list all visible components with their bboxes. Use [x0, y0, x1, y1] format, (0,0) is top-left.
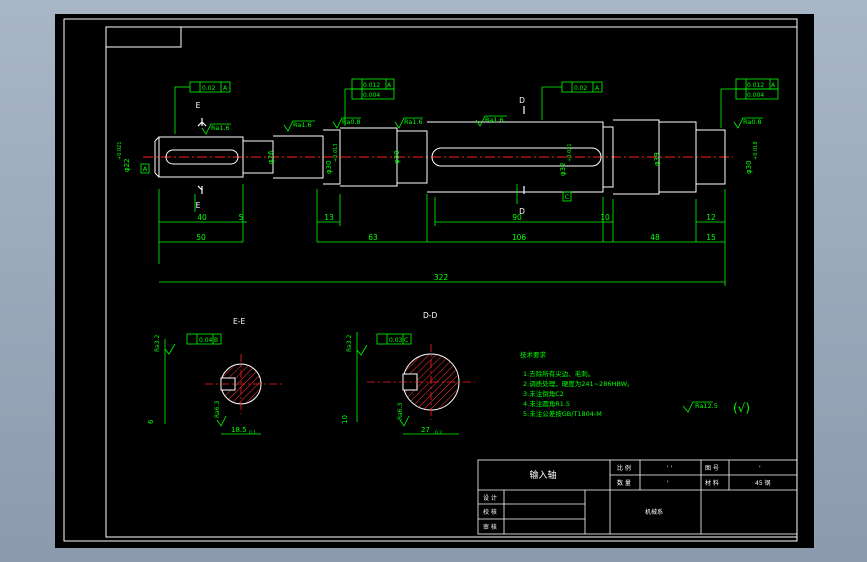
- tol-phi32: +0.021: [567, 143, 573, 162]
- approve-label: 审 核: [483, 523, 497, 531]
- sheet-value: ': [759, 465, 761, 472]
- org-text: 机械系: [645, 508, 663, 516]
- design-label: 设 计: [483, 494, 497, 502]
- section-dd-depth: 27: [421, 426, 430, 434]
- inner-frame: [105, 26, 798, 538]
- dia-phi26: φ26: [267, 150, 275, 164]
- section-mark-e-top: E: [196, 101, 201, 110]
- gdt-7-value: 0.04: [199, 337, 213, 344]
- gdt-4-datum: A: [595, 85, 600, 92]
- dim-106: 106: [512, 233, 527, 242]
- roughness-2: Ra1.6: [293, 121, 312, 129]
- roughness-6: Ra0.8: [743, 118, 762, 126]
- datum-a-box: [140, 163, 150, 174]
- material-value: 45 钢: [755, 479, 771, 487]
- section-ee: E-E 0.04 B Ra3.2 Ra6.3 6 18.5 0.1: [147, 317, 285, 436]
- section-ee-title: E-E: [233, 317, 245, 326]
- scale-value: ' ': [667, 465, 673, 472]
- cad-viewport[interactable]: 40 5 50 13 63 90 10 106 48 12 15 322 φ22…: [55, 14, 814, 548]
- dim-90: 90: [512, 213, 522, 222]
- tech-req-item-1: 1.去除所有尖边、毛刺。: [523, 369, 594, 378]
- section-ee-depth-tol: 0.1: [249, 430, 256, 436]
- dia-phi30b: φ30: [393, 150, 401, 164]
- dia-phi30c: φ30: [745, 160, 753, 174]
- section-mark-d-bottom: D: [519, 207, 525, 216]
- part-name: 输入轴: [529, 469, 556, 481]
- gdt-2-value: 0.012: [363, 82, 380, 89]
- dia-phi39: φ39: [653, 152, 661, 166]
- section-ee-width: 6: [147, 419, 155, 424]
- roughness-4: Ra1.6: [404, 118, 423, 126]
- gdt-1-value: 0.02: [202, 85, 216, 92]
- gdt-8-value: 0.03: [389, 337, 403, 344]
- dia-phi32: φ32: [559, 162, 567, 176]
- outer-border: [63, 18, 798, 542]
- gdt-5-value: 0.012: [747, 82, 764, 89]
- dim-15: 15: [706, 233, 716, 242]
- gdt-1-datum: A: [223, 85, 228, 92]
- gdt-3-value: 0.004: [363, 92, 380, 99]
- tech-req-item-2: 2.调质处理，硬度为241~286HBW。: [523, 379, 634, 388]
- check-label: 校 核: [483, 508, 497, 516]
- shaft-outline: [154, 119, 726, 195]
- material-label: 材 料: [705, 479, 719, 487]
- dim-5: 5: [239, 213, 244, 222]
- gdt-5-datum: A: [771, 82, 776, 89]
- corner-tag-box: [105, 26, 182, 48]
- qty-label: 数 量: [617, 479, 631, 487]
- gdt-2-datum: A: [387, 82, 392, 89]
- dim-13: 13: [324, 213, 334, 222]
- gdt-8-datum: C: [404, 337, 408, 344]
- tech-req-item-3: 3.未注倒角C2: [523, 389, 564, 398]
- dim-50: 50: [196, 233, 206, 242]
- shaft-drawing: 40 5 50 13 63 90 10 106 48 12 15 322 φ22…: [63, 18, 798, 542]
- tech-requirements: 技术要求 1.去除所有尖边、毛刺。 2.调质处理，硬度为241~286HBW。 …: [520, 350, 634, 418]
- roughness-1: Ra1.6: [211, 124, 230, 132]
- dim-322: 322: [434, 273, 449, 282]
- other-roughness: Ra12.5: [695, 402, 718, 410]
- tol-phi22: +0.021: [117, 141, 123, 160]
- qty-value: ': [667, 480, 669, 487]
- tech-req-title: 技术要求: [520, 350, 547, 359]
- roughness-9: Ra3.2: [346, 335, 353, 352]
- dim-63: 63: [368, 233, 378, 242]
- roughness-3: Ra0.8: [342, 118, 361, 126]
- dia-phi22: φ22: [123, 158, 131, 172]
- section-dd-width: 10: [341, 415, 349, 424]
- dia-phi30a: φ30: [325, 160, 333, 174]
- tech-req-item-5: 5.未注公差按GB/T1804-M: [523, 409, 602, 418]
- tol-phi30c: +0.018: [753, 141, 759, 160]
- roughness-5: Ra1.6: [485, 116, 504, 124]
- datum-c: C: [565, 193, 570, 201]
- datum-c-box: [562, 191, 572, 202]
- sheet-label: 图 号: [705, 465, 719, 472]
- other-roughness-mark: (√): [733, 401, 750, 415]
- section-dd-title: D-D: [423, 311, 437, 320]
- dimension-lines: [158, 184, 726, 286]
- section-ee-depth: 18.5: [231, 426, 247, 434]
- section-mark-d-top: D: [519, 96, 525, 105]
- tech-req-item-4: 4.未注圆角R1.5: [523, 399, 570, 408]
- section-dd: D-D 0.03 C Ra3.2 Ra6.3 10 27 0.2: [341, 311, 475, 436]
- dim-40: 40: [197, 213, 207, 222]
- roughness-7: Ra3.2: [154, 335, 161, 352]
- scale-label: 比 例: [617, 464, 631, 472]
- gdt-7-datum: B: [214, 337, 218, 344]
- roughness-10: Ra6.3: [397, 403, 404, 420]
- section-mark-e-bottom: E: [196, 201, 201, 210]
- gdt-4-value: 0.02: [574, 85, 588, 92]
- gdt-6-value: 0.004: [747, 92, 764, 99]
- datum-a: A: [143, 165, 148, 173]
- title-block: [477, 459, 798, 535]
- section-dd-depth-tol: 0.2: [435, 430, 442, 436]
- tol-phi30a: +0.013: [333, 143, 339, 162]
- dim-48: 48: [650, 233, 660, 242]
- roughness-8: Ra6.3: [214, 401, 221, 418]
- dim-12: 12: [706, 213, 716, 222]
- dim-10: 10: [600, 213, 610, 222]
